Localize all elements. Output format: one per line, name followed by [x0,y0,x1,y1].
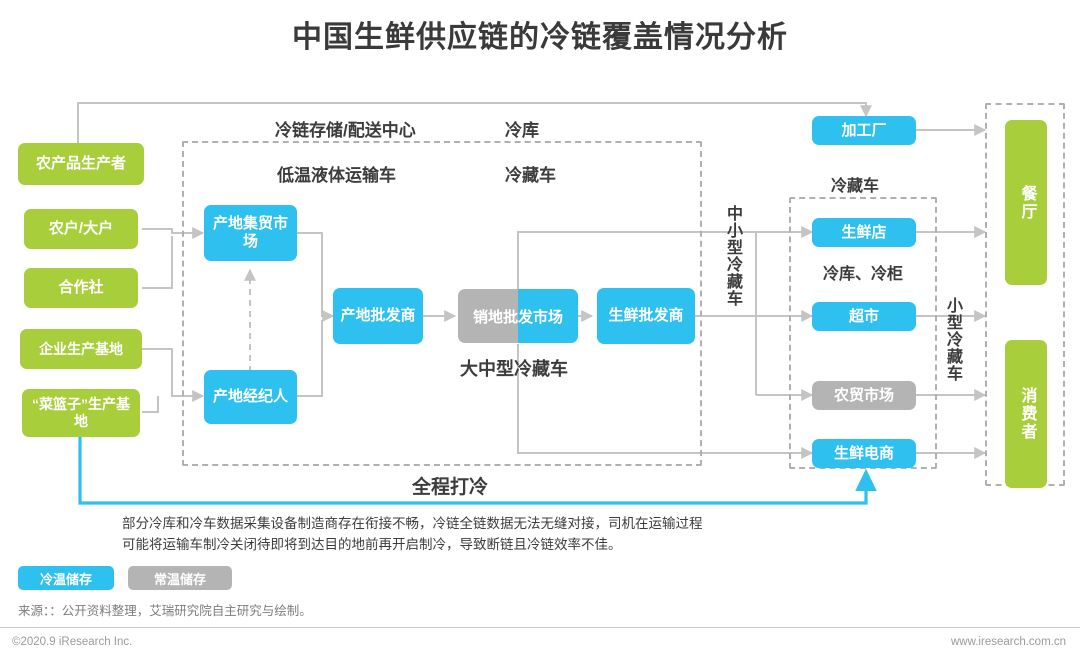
node-fresh-store[interactable]: 生鲜店 [812,218,916,247]
node-label: 生鲜店 [841,223,887,241]
node-label: 加工厂 [841,121,887,139]
node-label: 企业生产基地 [39,340,123,357]
legend-label: 冷温储存 [39,571,92,587]
node-producer-2[interactable]: 合作社 [24,268,138,308]
node-fresh-wholesaler[interactable]: 生鲜批发商 [597,288,695,344]
caption-cold-warehouse: 冷库 [505,121,539,140]
ambient-half [458,289,518,343]
caption-full-chain-cooling: 全程打冷 [412,477,489,498]
node-label: 销地批发市场 [472,308,563,326]
node-restaurant[interactable]: 餐厅 [1005,120,1047,285]
node-origin-market[interactable]: 产地集贸市场 [204,205,297,261]
caption-cold-storage-center: 冷链存储/配送中心 [275,121,416,140]
caption-refrigerated-truck-retail: 冷藏车 [831,178,880,195]
node-producer-0[interactable]: 农产品生产者 [18,143,144,185]
page-title: 中国生鲜供应链的冷链覆盖情况分析 [292,21,788,54]
footer-website: www.iresearch.com.cn [950,636,1066,648]
source-note: 来源：：公开资料整理，艾瑞研究院自主研究与绘制。 [18,604,312,618]
caption-small-medium-refrigerated-truck: 中小型冷藏车 [724,205,741,307]
node-label: 产地经纪人 [212,388,288,406]
caption-small-refrigerated-truck: 小型冷藏车 [944,297,961,382]
caption-large-medium-refrigerated-truck: 大中型冷藏车 [460,359,568,379]
node-label: 生鲜电商 [833,444,894,462]
node-label: 农户/大户 [48,220,114,238]
node-label: 合作社 [58,279,104,297]
node-label: 消费者 [1018,387,1036,441]
node-label: 产地集贸市场 [212,215,288,250]
footer-divider [0,627,1080,628]
legend-label: 常温储存 [153,571,206,587]
node-label: 农产品生产者 [35,155,126,173]
caption-cold-warehouse-cabinet: 冷库、冷柜 [823,266,904,283]
node-consumer[interactable]: 消费者 [1005,340,1047,488]
node-sales-wholesale-market[interactable]: 销地批发市场 [458,289,578,343]
legend-ambient-storage[interactable]: 常温储存 [128,566,232,590]
node-label: “菜篮子”生产基地 [32,396,130,429]
caption-low-temp-liquid-truck: 低温液体运输车 [277,166,396,185]
retail-region [789,197,937,469]
node-label: 生鲜批发商 [608,307,684,325]
node-label: 农贸市场 [833,386,894,404]
node-farmers-market[interactable]: 农贸市场 [812,381,916,410]
footnote-line-1: 部分冷库和冷车数据采集设备制造商存在衔接不畅，冷链全链数据无法无缝对接，司机在运… [122,516,703,531]
node-producer-3[interactable]: 企业生产基地 [20,329,142,369]
node-origin-wholesaler[interactable]: 产地批发商 [333,288,423,344]
node-producer-4[interactable]: “菜篮子”生产基地 [22,389,140,437]
footer-copyright: ©2020.9 iResearch Inc. [12,636,133,648]
node-supermarket[interactable]: 超市 [812,302,916,331]
cold-half [518,289,578,343]
node-fresh-ecommerce[interactable]: 生鲜电商 [812,439,916,468]
node-label: 餐厅 [1018,184,1036,221]
node-origin-broker[interactable]: 产地经纪人 [204,370,297,424]
node-processing-plant[interactable]: 加工厂 [812,116,916,145]
legend-cold-storage[interactable]: 冷温储存 [18,566,114,590]
footnote: 部分冷库和冷车数据采集设备制造商存在衔接不畅，冷链全链数据无法无缝对接，司机在运… [122,514,862,556]
node-label: 超市 [848,307,879,325]
footnote-line-2: 可能将运输车制冷关闭待即将到达目的地前再开启制冷，导致断链且冷链效率不佳。 [122,536,622,552]
caption-refrigerated-truck-mid: 冷藏车 [505,166,556,185]
node-label: 产地批发商 [340,307,416,325]
node-producer-1[interactable]: 农户/大户 [24,209,138,249]
cold-chain-storage-region [182,141,702,466]
